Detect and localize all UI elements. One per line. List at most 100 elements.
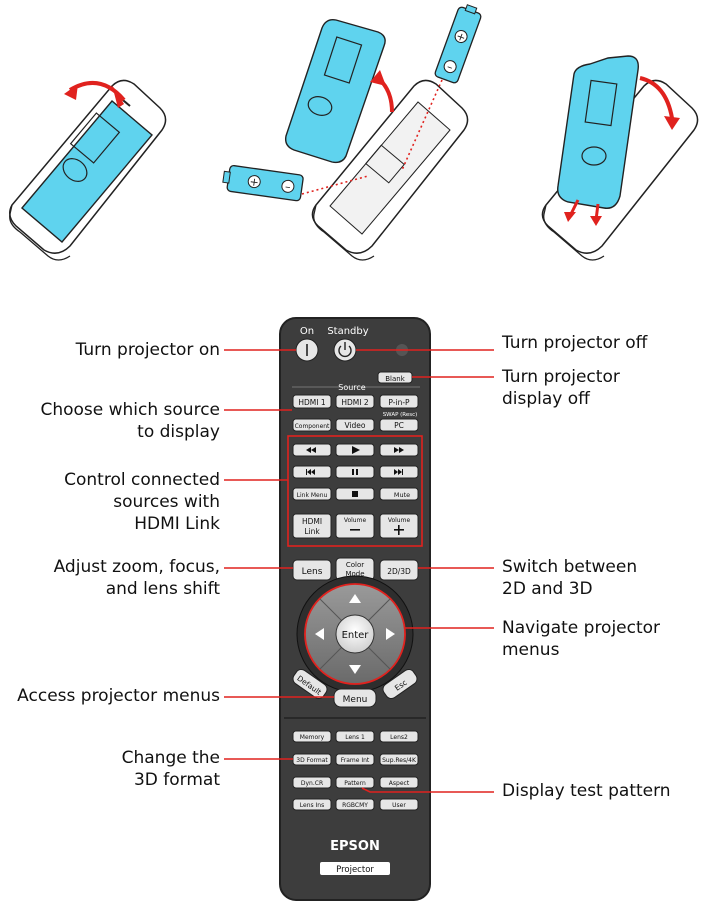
up-arrow-icon[interactable] [349,594,361,603]
standby-label: Standby [327,326,368,337]
volume-down-button[interactable] [335,513,375,539]
svg-text:Lens Ins: Lens Ins [300,802,324,809]
svg-text:HDMI 1: HDMI 1 [298,398,325,407]
svg-text:3D Format: 3D Format [296,757,328,764]
svg-text:Aspect: Aspect [389,780,410,787]
svg-text:Mode: Mode [345,570,364,578]
svg-text:–: – [445,60,455,74]
callout-switch-2d3d: Switch between 2D and 3D [502,557,638,599]
default-button[interactable] [291,667,330,701]
svg-text:Lens2: Lens2 [390,734,408,741]
svg-text:Mute: Mute [394,491,410,499]
callout-change-3d: Change the 3D format [121,748,220,790]
svg-text:Lens 1: Lens 1 [345,734,365,741]
aspect-button[interactable] [379,776,419,789]
enter-button[interactable] [335,614,375,654]
callout-navigate: Navigate projector menus [502,618,661,660]
hdmi1-button[interactable] [292,394,332,409]
svg-text:Color: Color [346,561,364,569]
battery-step-2: + – + – [222,4,482,261]
pause-icon [352,469,354,475]
lens2-button[interactable] [379,730,419,743]
svg-text:+: + [454,29,467,44]
hdmi2-button[interactable] [335,394,375,409]
svg-text:Pattern: Pattern [344,780,366,787]
on-label: On [300,326,314,337]
svg-text:Video: Video [344,421,365,430]
previous-icon [306,469,315,475]
svg-text:P-in-P: P-in-P [388,398,410,407]
source-label: Source [338,383,366,392]
callout-access-menus: Access projector menus [17,686,220,706]
rgbcmy-button[interactable] [335,798,375,811]
pattern-button[interactable] [335,776,375,789]
callout-choose-source: Choose which source to display [40,400,220,442]
remote-control: On Standby Blank Source HDMI 1 HDMI 2 P-… [279,317,431,901]
fast-forward-icon [394,447,404,453]
svg-text:Volume: Volume [388,517,411,524]
link-menu-button[interactable] [292,487,332,501]
callout-adjust-zoom: Adjust zoom, focus, and lens shift [53,557,220,599]
pinp-button[interactable] [379,394,419,409]
svg-text:+: + [249,175,260,189]
minus-icon [350,529,360,531]
mute-button[interactable] [379,487,419,501]
rewind-icon [306,447,316,453]
svg-text:Frame Int: Frame Int [341,757,370,764]
svg-text:Enter: Enter [342,630,370,641]
stop-icon [352,491,358,497]
callout-lines [224,349,494,793]
pc-button[interactable] [379,418,419,432]
pause-button[interactable] [335,465,375,479]
video-button[interactable] [335,418,375,432]
svg-text:Link: Link [304,527,320,536]
swap-label: SWAP (Resc) [383,412,418,418]
svg-text:PC: PC [394,421,404,430]
svg-text:HDMI: HDMI [302,517,322,526]
svg-text:Memory: Memory [300,734,325,741]
down-arrow-icon[interactable] [349,665,361,674]
svg-text:Dyn.CR: Dyn.CR [301,780,323,787]
power-icon [338,345,352,358]
component-button[interactable] [292,418,332,432]
projector-badge [320,862,390,875]
right-arrow-icon[interactable] [386,628,395,640]
callout-control-sources: Control connected sources with HDMI Link [64,470,220,534]
menu-button[interactable] [333,688,377,708]
frame-int-button[interactable] [335,753,375,766]
brand-logo: EPSON [330,839,380,854]
callout-turn-on: Turn projector on [75,340,220,360]
left-arrow-icon[interactable] [315,628,324,640]
memory-button[interactable] [292,730,332,743]
svg-text:Blank: Blank [385,375,405,383]
svg-text:2D/3D: 2D/3D [387,567,411,576]
battery-step-1 [9,79,167,261]
play-icon [352,446,360,454]
callout-display-off: Turn projector display off [502,367,620,409]
svg-text:Sup.Res/4K: Sup.Res/4K [382,757,417,764]
battery-step-3 [541,55,699,261]
lens1-button[interactable] [335,730,375,743]
esc-button[interactable] [381,667,420,701]
dyn-cr-button[interactable] [292,776,332,789]
svg-text:Menu: Menu [343,695,368,705]
next-icon [394,469,403,475]
2d3d-button[interactable] [379,559,419,581]
user-button[interactable] [379,798,419,811]
svg-text:Projector: Projector [336,865,374,875]
svg-text:User: User [392,802,406,809]
svg-text:–: – [284,180,291,194]
callout-test-pattern: Display test pattern [502,781,671,801]
svg-text:Lens: Lens [302,567,323,577]
lens-button[interactable] [292,559,332,581]
svg-text:HDMI 2: HDMI 2 [341,398,368,407]
lens-ins-button[interactable] [292,798,332,811]
hdmi-link-button[interactable] [292,513,332,539]
hdmi-link-group [287,435,423,547]
svg-text:Volume: Volume [344,517,367,524]
svg-text:RGBCMY: RGBCMY [342,802,368,809]
svg-text:Link Menu: Link Menu [297,492,328,499]
sup-res-button[interactable] [379,753,419,766]
callout-turn-off: Turn projector off [502,333,648,353]
